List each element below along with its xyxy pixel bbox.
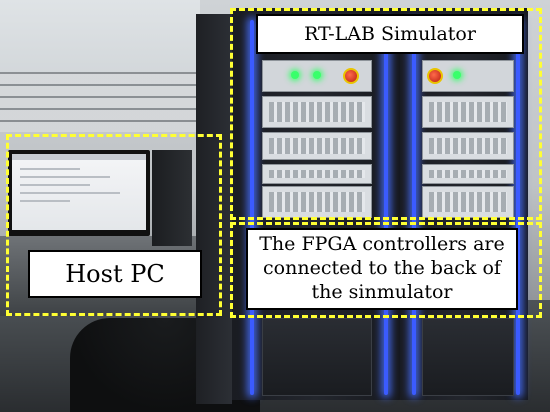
control-panel <box>262 60 372 92</box>
fpga-controllers-label: The FPGA controllers are connected to th… <box>246 228 518 310</box>
green-indicator-light <box>291 71 299 79</box>
screen-text-line <box>20 176 110 178</box>
blue-led-strip <box>250 20 254 395</box>
blue-led-strip <box>516 20 520 395</box>
lower-bay <box>262 318 372 396</box>
host-monitor <box>8 150 150 236</box>
blue-led-strip <box>384 20 388 395</box>
host-pc-dashed-frame <box>6 134 222 316</box>
emergency-stop-button <box>343 68 359 84</box>
control-panel <box>422 60 514 92</box>
screen-text-line <box>20 184 90 186</box>
monitor-screen <box>12 154 146 230</box>
green-indicator-light <box>313 71 321 79</box>
rack-unit <box>262 96 372 128</box>
rack-unit <box>422 186 514 218</box>
screen-text-line <box>20 192 120 194</box>
rack-unit <box>422 96 514 128</box>
rt-lab-simulator-label: RT-LAB Simulator <box>256 14 524 54</box>
rack-unit <box>262 164 372 184</box>
lower-bay <box>422 318 514 396</box>
rt-lab-dashed-frame <box>230 8 542 220</box>
host-pc-label: Host PC <box>28 250 202 298</box>
rack-unit <box>422 132 514 160</box>
green-indicator-light <box>453 71 461 79</box>
screen-text-line <box>20 168 80 170</box>
screen-text-line <box>20 200 70 202</box>
rack-unit <box>422 164 514 184</box>
rack-unit <box>262 132 372 160</box>
fpga-dashed-frame <box>230 222 542 318</box>
cabinet-side-panel <box>196 14 232 404</box>
pc-tower <box>152 150 192 246</box>
background-shelf <box>0 72 215 132</box>
emergency-stop-button <box>427 68 443 84</box>
rack-unit <box>262 186 372 218</box>
blue-led-strip <box>412 20 416 395</box>
screen-titlebar <box>12 154 146 160</box>
